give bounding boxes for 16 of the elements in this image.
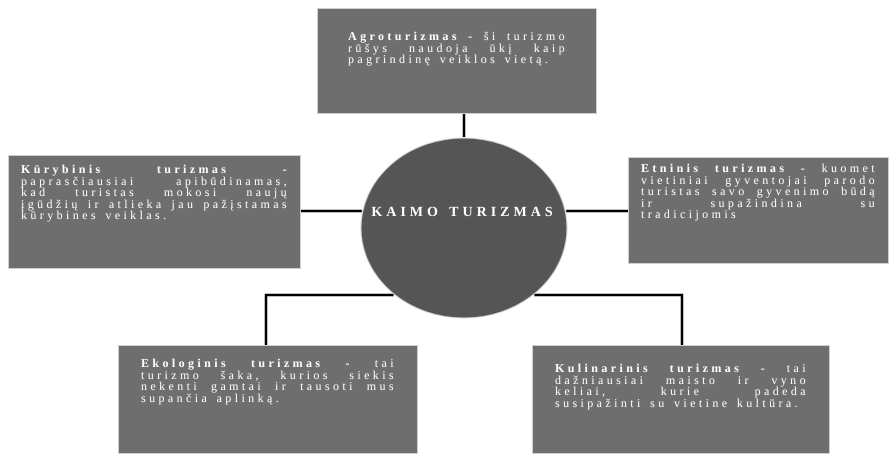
connector-line — [566, 210, 628, 212]
text-box — [532, 345, 830, 454]
connector-line — [462, 114, 466, 137]
text-box — [118, 345, 418, 454]
connector-line — [264, 294, 394, 345]
description: Etninis turizmas - kuomet vietiniai gyventojai parodo turistas savo gyvenimo būdą ir supažindina su tradicijomis — [641, 163, 878, 220]
text-box — [628, 157, 889, 264]
connector-line — [301, 210, 362, 212]
description: Ekologinis turizmas - tai turizmo šaka, kurios siekis nekenti gamtai ir tausoti mus supančia aplinką. — [141, 358, 397, 404]
text-box — [317, 8, 597, 114]
text-box — [8, 155, 301, 269]
description: Agroturizmas - ši turizmo rūšys naudoja ūkį kaip pagrindinę veiklos vietą. — [348, 31, 568, 66]
description: Kūrybinis turizmas - paprasčiausiai apibūdinamas, kad turistas mokosi naujų įgūdžių ir atlieka jau pažįstamas kūrybines veiklas. — [21, 164, 290, 222]
description: Kulinarinis turizmas - tai dažniausiai maisto ir vyno keliai, kurie padeda susipažinti su vietine kultūra. — [555, 363, 809, 409]
central-topic: KAIMO TURIZMAS — [370, 206, 558, 219]
connector-line — [534, 294, 684, 345]
